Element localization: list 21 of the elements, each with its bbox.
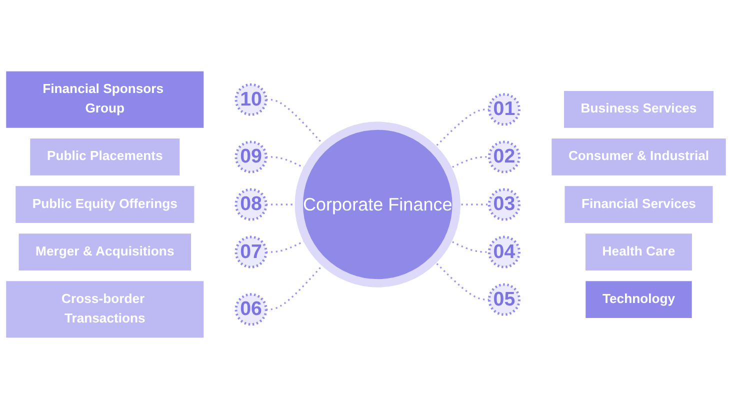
node-box: Public Equity Offerings <box>16 186 194 223</box>
node-box: Public Placements <box>30 138 180 176</box>
node-circle: 05 <box>488 283 520 316</box>
node-circle: 02 <box>488 140 520 174</box>
node-circle: 10 <box>234 83 268 116</box>
node-box: Health Care <box>586 234 692 270</box>
node-box: Cross-border Transactions <box>6 281 204 338</box>
node-circle: 09 <box>234 140 268 174</box>
node-box: Financial Sponsors Group <box>6 71 204 128</box>
node-box: Business Services <box>564 91 714 128</box>
node-circle: 04 <box>488 236 520 268</box>
node-circle: 01 <box>488 93 520 126</box>
node-circle: 08 <box>234 188 268 221</box>
node-circle: 06 <box>234 293 268 326</box>
node-circle: 03 <box>488 188 520 221</box>
node-box: Financial Services <box>564 186 713 223</box>
node-box: Merger & Acquisitions <box>18 234 192 270</box>
node-circle: 07 <box>234 236 268 268</box>
node-box: Consumer & Industrial <box>552 138 726 176</box>
node-box: Technology <box>586 281 692 318</box>
node-circle: Corporate Finance <box>294 122 460 288</box>
